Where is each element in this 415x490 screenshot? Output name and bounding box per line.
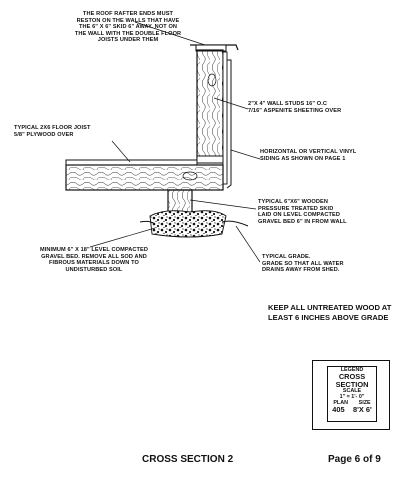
legend-plan-value: 405 [332,405,345,415]
note-grade: TYPICAL GRADE. GRADE SO THAT ALL WATER D… [262,254,344,274]
legend-scale-label: SCALE [342,388,362,395]
legend-scale-value: 1" = 1'- 0" [339,394,365,401]
legend-size-label: SIZE [358,400,371,407]
knot [207,73,217,87]
legend-plan-label: PLAN [333,400,349,407]
legend-title: LEGEND [340,367,364,373]
joist-knot [182,171,198,181]
floor-joist [65,164,224,191]
note-untreated-wood: KEEP ALL UNTREATED WOOD AT LEAST 6 INCHE… [268,303,392,322]
note-rafter: THE ROOF RAFTER ENDS MUST RESTON ON THE … [74,11,182,44]
legend-heading-section: SECTION [335,379,369,389]
legend-heading-cross: CROSS [338,372,366,381]
leader-lines [89,21,261,263]
note-skid: TYPICAL 6"X6" WOODEN PRESSURE TREATED SK… [258,199,347,225]
legend-frame [312,360,390,430]
wall-sheeting [222,51,228,185]
page-number: Page 6 of 9 [328,454,381,465]
bottom-plate [196,155,224,164]
plywood-floor [65,159,198,166]
legend: LEGEND CROSS SECTION SCALE 1" = 1'- 0" P… [327,366,377,422]
note-wall-studs: 2"X 4" WALL STUDS 16" O.C 7/16" ASPENITE… [248,101,342,114]
vinyl-siding [226,59,232,189]
note-siding: HORIZONTAL OR VERTICAL VINYL SIDING AS S… [260,149,357,162]
gravel-bed [149,210,227,238]
drawing-title: CROSS SECTION 2 [142,454,234,465]
wall-stud [196,49,224,161]
legend-values-row: 405 8'X 6' [328,406,376,414]
note-gravel: MINIMUM 6" X 18" LEVEL COMPACTED GRAVEL … [39,247,149,273]
legend-labels-row: PLAN SIZE [328,400,376,406]
legend-size-value: 8'X 6' [353,405,372,415]
grade-line [139,220,249,227]
note-floor-joist: TYPICAL 2X6 FLOOR JOIST 5/8" PLYWOOD OVE… [14,125,91,138]
